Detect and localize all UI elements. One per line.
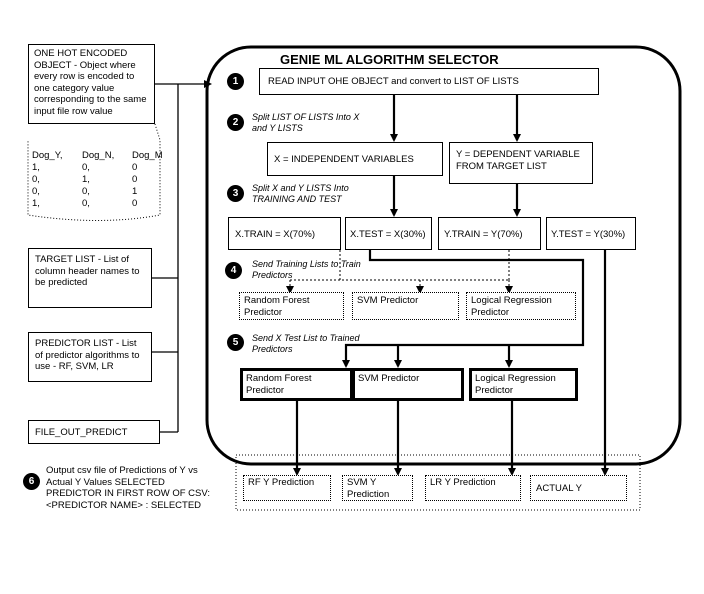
table-cell: 0, [82,162,90,173]
x-variables-box: X = INDEPENDENT VARIABLES [267,142,443,176]
lr-y-prediction-box: LR Y Prediction [425,475,521,501]
y-train-box: Y.TRAIN = Y(70%) [438,217,541,250]
target-list-box: TARGET LIST - List of column header name… [28,248,152,308]
x-train-box: X.TRAIN = X(70%) [228,217,341,250]
step-1-badge: 1 [227,73,244,90]
step-3-text: Split X and Y LISTS Into TRAINING AND TE… [252,183,349,204]
step-5-text: Send X Test List to Trained Predictors [252,333,360,354]
table-cell: 0 [132,174,138,185]
output-group-frame [235,454,641,511]
lr-trained-box: Logical Regression Predictor [469,368,578,401]
diagram-title: GENIE ML ALGORITHM SELECTOR [280,52,499,67]
svm-untrained-box: SVM Predictor [352,292,459,320]
table-cell: 0, [32,174,40,185]
step-5-badge: 5 [227,334,244,351]
table-cell: 1 [132,186,138,197]
step-6-text: Output csv file of Predictions of Y vs A… [46,465,210,512]
rf-y-prediction-box: RF Y Prediction [243,475,331,501]
step-2-text: Split LIST OF LISTS Into X and Y LISTS [252,112,360,133]
x-test-box: X.TEST = X(30%) [345,217,432,250]
ohe-object-box: ONE HOT ENCODED OBJECT - Object where ev… [28,44,155,124]
svm-y-prediction-box: SVM Y Prediction [342,475,413,501]
table-cell: 0, [82,198,90,209]
table-header: Dog_Y, [32,150,63,161]
predictor-list-box: PREDICTOR LIST - List of predictor algor… [28,332,152,382]
table-cell: 1, [82,174,90,185]
rf-trained-box: Random Forest Predictor [240,368,353,401]
step-3-badge: 3 [227,185,244,202]
table-cell: 1, [32,198,40,209]
table-cell: 0 [132,198,138,209]
table-cell: 0, [82,186,90,197]
step-4-text: Send Training Lists to Train Predictors [252,259,361,280]
svm-trained-box: SVM Predictor [352,368,464,401]
table-header: Dog_N, [82,150,115,161]
file-out-predict-box: FILE_OUT_PREDICT [28,420,160,444]
read-input-box: READ INPUT OHE OBJECT and convert to LIS… [259,68,599,95]
step-6-badge: 6 [23,473,40,490]
rf-untrained-box: Random Forest Predictor [239,292,344,320]
step-4-badge: 4 [225,262,242,279]
table-cell: 0, [32,186,40,197]
table-cell: 0 [132,162,138,173]
y-test-box: Y.TEST = Y(30%) [546,217,636,250]
table-cell: 1, [32,162,40,173]
actual-y-box: ACTUAL Y [530,475,627,501]
y-variable-box: Y = DEPENDENT VARIABLE FROM TARGET LIST [449,142,593,184]
table-header: Dog_M [132,150,163,161]
selector-frame [205,45,682,466]
ohe-table-frame [27,123,161,221]
lr-untrained-box: Logical Regression Predictor [466,292,576,320]
step-2-badge: 2 [227,114,244,131]
